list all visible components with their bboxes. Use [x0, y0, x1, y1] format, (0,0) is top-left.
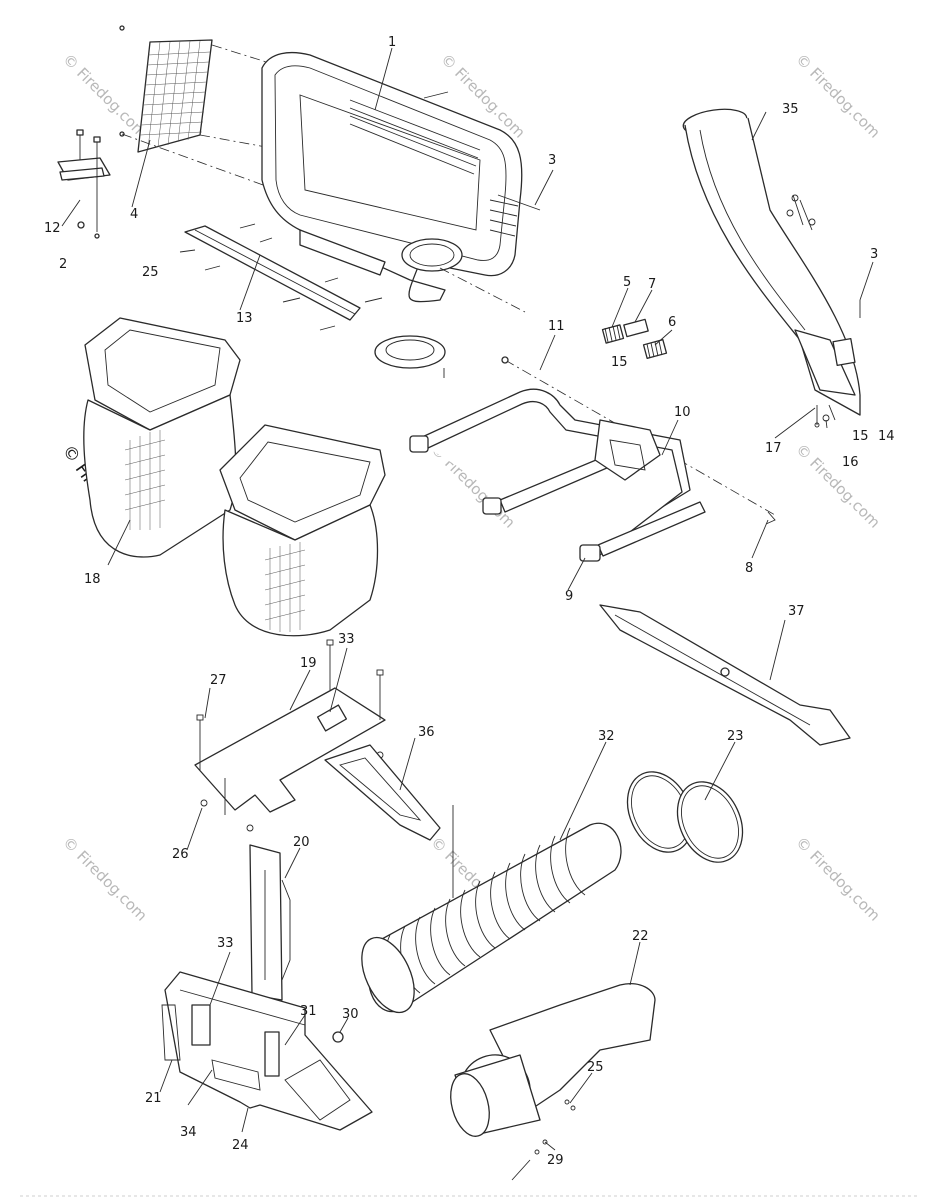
callout-8: 8	[745, 561, 753, 576]
callout-3: 3	[870, 247, 878, 262]
part-adapter	[450, 983, 656, 1181]
part-bracket-12	[57, 129, 111, 239]
callout-12: 12	[44, 221, 61, 236]
callout-17: 17	[765, 441, 782, 456]
callout-7: 7	[648, 277, 656, 292]
callout-14: 14	[878, 429, 895, 444]
callout-20: 20	[293, 835, 310, 850]
callout-31: 31	[300, 1004, 317, 1019]
part-bag-right	[219, 424, 386, 637]
part-blade	[599, 604, 851, 746]
callout-18: 18	[84, 572, 101, 587]
callout-15: 15	[852, 429, 869, 444]
callout-16: 16	[842, 455, 859, 470]
part-hose	[361, 805, 622, 1014]
part-bag-left	[83, 317, 241, 558]
leader-lines	[61, 47, 874, 1151]
callout-9: 9	[565, 589, 573, 604]
callout-24: 24	[232, 1138, 249, 1153]
part-ring	[374, 335, 446, 378]
callout-1: 1	[388, 35, 396, 50]
callout-25: 25	[142, 265, 159, 280]
callout-6: 6	[668, 315, 676, 330]
callout-33: 33	[217, 936, 234, 951]
part-clamps	[626, 771, 744, 863]
watermark: © Firedog.com	[792, 50, 884, 142]
callout-3: 3	[548, 153, 556, 168]
part-catcher-cover	[261, 52, 541, 313]
callouts: 1 2 3 3 4 5 6 7 8 9 10 11 12 13 14 15 15…	[44, 35, 895, 1168]
watermark: © Firedog.com	[792, 440, 884, 532]
part-strip-13	[179, 223, 383, 331]
part-springs	[601, 318, 668, 359]
callout-27: 27	[210, 673, 227, 688]
callout-36: 36	[418, 725, 435, 740]
callout-5: 5	[623, 275, 631, 290]
part-deflector	[161, 971, 373, 1131]
callout-32: 32	[598, 729, 615, 744]
callout-13: 13	[236, 311, 253, 326]
callout-25: 25	[587, 1060, 604, 1075]
part-plate	[194, 639, 386, 832]
callout-10: 10	[674, 405, 691, 420]
callout-19: 19	[300, 656, 317, 671]
callout-4: 4	[130, 207, 138, 222]
callout-2: 2	[59, 257, 67, 272]
part-chute	[682, 108, 861, 428]
callout-37: 37	[788, 604, 805, 619]
callout-34: 34	[180, 1125, 197, 1140]
callout-15: 15	[611, 355, 628, 370]
watermark: © Firedog.com	[792, 833, 884, 925]
watermark: © Firedog.com	[59, 50, 151, 142]
callout-21: 21	[145, 1091, 162, 1106]
callout-35: 35	[782, 102, 799, 117]
callout-23: 23	[727, 729, 744, 744]
callout-33: 33	[338, 632, 355, 647]
callout-29: 29	[547, 1153, 564, 1168]
callout-26: 26	[172, 847, 189, 862]
watermark: © Firedog.com	[59, 833, 151, 925]
part-frame	[409, 356, 776, 562]
callout-22: 22	[632, 929, 649, 944]
part-vertical-bracket	[249, 844, 291, 1001]
callout-30: 30	[342, 1007, 359, 1022]
callout-11: 11	[548, 319, 565, 334]
part-bracket-36	[324, 744, 441, 841]
